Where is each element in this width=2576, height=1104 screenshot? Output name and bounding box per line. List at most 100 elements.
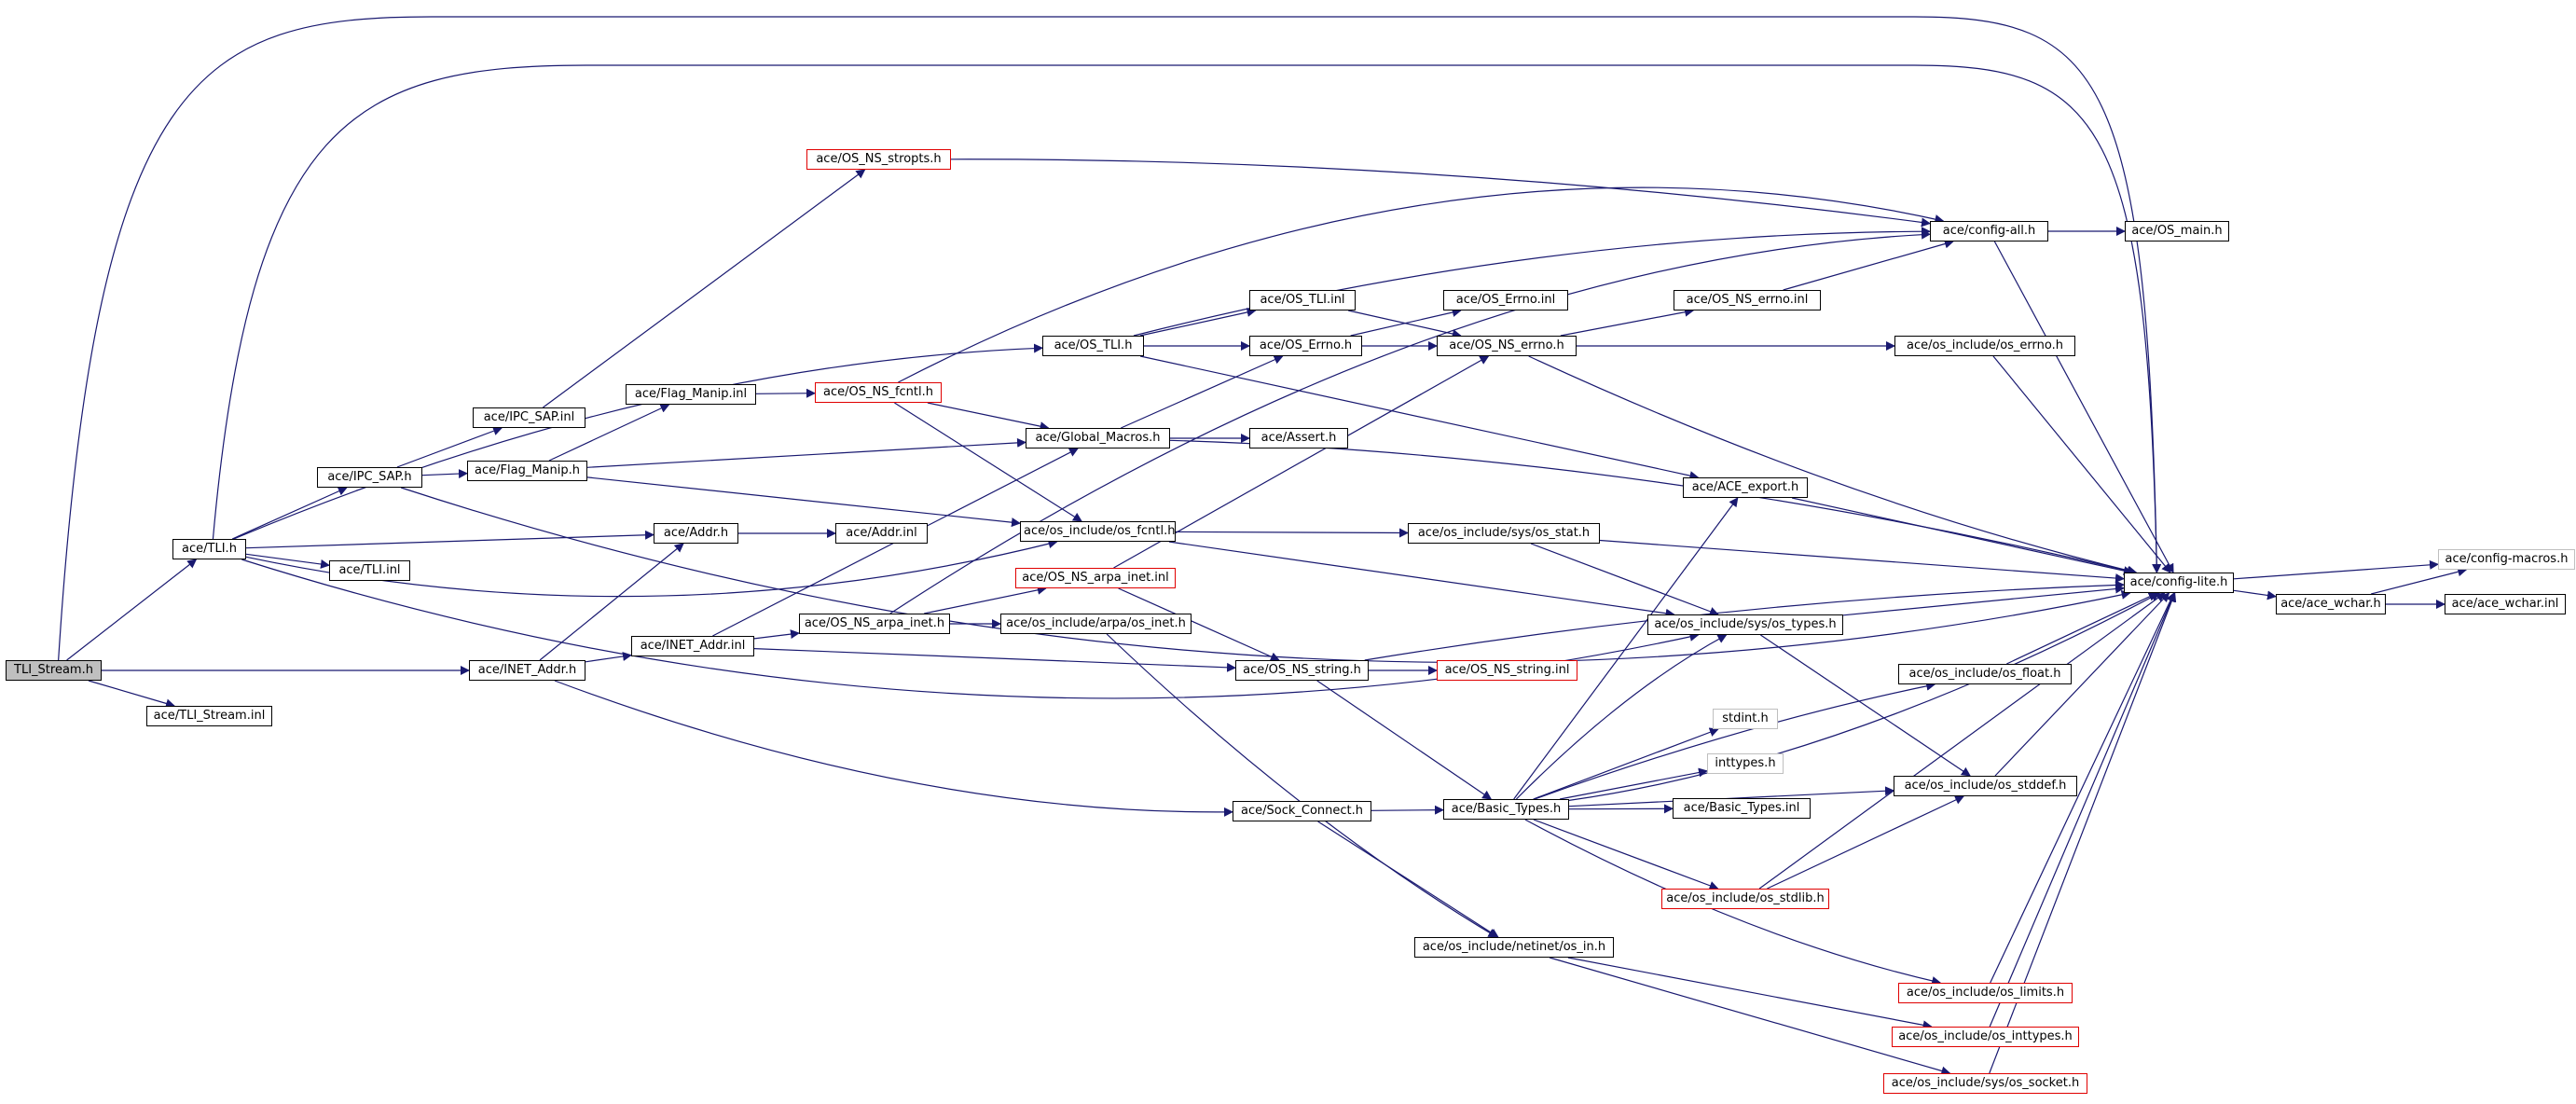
node-os-include-arpa-os-inet-h[interactable]: ace/os_include/arpa/os_inet.h [1000, 614, 1192, 634]
node-os-ns-arpa-inet-h[interactable]: ace/OS_NS_arpa_inet.h [799, 614, 950, 634]
edge-config_lite_h-to-ace_wchar_h [2233, 589, 2277, 600]
node-ace-export-h[interactable]: ace/ACE_export.h [1683, 477, 1808, 498]
edge-os_include_netinet_os_in_h-to-os_include_sys_os_socket_h [1549, 957, 1951, 1076]
edge-os_include_netinet_os_in_h-to-os_include_os_inttypes_h [1567, 957, 1933, 1030]
edge-flag_manip_inl-to-os_ns_fcntl_h [755, 388, 816, 398]
edge-basic_types_h-to-os_include_os_limits_h [1524, 819, 1942, 986]
node-flag-manip-h[interactable]: ace/Flag_Manip.h [467, 461, 587, 481]
node-os-include-os-errno-h[interactable]: ace/os_include/os_errno.h [1894, 336, 2075, 356]
edge-os_include_os_inttypes_h-to-config_lite_h [1989, 592, 2176, 1028]
node-global-macros-h[interactable]: ace/Global_Macros.h [1026, 428, 1170, 448]
node-os-ns-stropts-h[interactable]: ace/OS_NS_stropts.h [806, 149, 951, 170]
edge-ipc_sap_h-to-ipc_sap_inl [396, 426, 503, 468]
edge-os_include_sys_os_stat_h-to-config_lite_h [1599, 539, 2125, 584]
edge-config_lite_h-to-config_macros_h [2233, 559, 2439, 580]
edge-basic_types_h-to-os_include_os_stdlib_h [1533, 819, 1719, 890]
node-os-include-os-stdlib-h[interactable]: ace/os_include/os_stdlib.h [1661, 889, 1829, 909]
node-inttypes-h[interactable]: inttypes.h [1707, 753, 1784, 774]
edge-inet_addr_h-to-sock_connect_h [554, 680, 1233, 817]
edge-os_ns_string_h-to-config_lite_h [1364, 580, 2125, 661]
edge-os_include_os_float_h-to-config_lite_h [2006, 592, 2158, 665]
edge-inet_addr_inl-to-os_ns_string_h [753, 648, 1236, 672]
edge-ipc_sap_h-to-flag_manip_h [421, 469, 468, 479]
node-os-errno-h[interactable]: ace/OS_Errno.h [1249, 336, 1362, 356]
dependency-edges [58, 16, 2468, 1076]
node-config-macros-h[interactable]: ace/config-macros.h [2438, 549, 2575, 570]
edge-tli-stream-h-to-config-lite-h [58, 16, 2162, 661]
edge-os_ns_arpa_inet_inl-to-os_ns_string_h [1118, 587, 1280, 661]
node-addr-inl[interactable]: ace/Addr.inl [835, 523, 928, 544]
node-addr-h[interactable]: ace/Addr.h [654, 523, 738, 544]
node-os-ns-errno-h[interactable]: ace/OS_NS_errno.h [1437, 336, 1577, 356]
edge-os_include_sys_os_types_h-to-config_lite_h [1842, 584, 2125, 616]
edge-os_include_sys_os_socket_h-to-config_lite_h [1989, 592, 2177, 1074]
edge-os_include_os_stdlib_h-to-os_include_os_stddef_h [1767, 795, 1965, 890]
node-basic-types-h[interactable]: ace/Basic_Types.h [1443, 799, 1569, 820]
node-tli-h[interactable]: ace/TLI.h [172, 539, 246, 559]
node-os-include-os-float-h[interactable]: ace/os_include/os_float.h [1898, 664, 2072, 684]
node-os-ns-errno-inl[interactable]: ace/OS_NS_errno.inl [1674, 290, 1821, 310]
edge-config_all_h-to-config_lite_h [1993, 241, 2174, 573]
node-config-lite-h[interactable]: ace/config-lite.h [2124, 573, 2234, 593]
node-tli-stream-inl[interactable]: ace/TLI_Stream.inl [146, 706, 272, 726]
edge-os_include_os_errno_h-to-config_lite_h [1992, 355, 2171, 573]
node-tli-stream-h: TLI_Stream.h [6, 660, 102, 681]
node-os-errno-inl[interactable]: ace/OS_Errno.inl [1443, 290, 1568, 310]
node-os-ns-string-inl[interactable]: ace/OS_NS_string.inl [1437, 660, 1577, 681]
node-os-tli-inl[interactable]: ace/OS_TLI.inl [1249, 290, 1356, 310]
edge-os_include_sys_os_types_h-to-os_include_os_stddef_h [1760, 634, 1971, 777]
node-config-all-h[interactable]: ace/config-all.h [1930, 221, 2048, 242]
node-os-tli-h[interactable]: ace/OS_TLI.h [1042, 336, 1144, 356]
edge-flag_manip_h-to-os_include_os_fcntl_h [586, 476, 1021, 528]
node-os-include-os-stddef-h[interactable]: ace/os_include/os_stddef.h [1894, 776, 2077, 796]
edge-os_ns_arpa_inet_h-to-config_all_h [889, 229, 1931, 614]
edge-ace_export_h-to-config_lite_h [1791, 497, 2133, 575]
node-ipc-sap-h[interactable]: ace/IPC_SAP.h [317, 467, 422, 488]
node-os-include-os-limits-h[interactable]: ace/os_include/os_limits.h [1898, 983, 2073, 1003]
node-ace-wchar-inl[interactable]: ace/ace_wchar.inl [2445, 594, 2566, 614]
node-os-main-h[interactable]: ace/OS_main.h [2125, 221, 2229, 242]
node-os-include-os-inttypes-h[interactable]: ace/os_include/os_inttypes.h [1892, 1027, 2079, 1047]
node-inet-addr-h[interactable]: ace/INET_Addr.h [469, 660, 585, 681]
edge-flag_manip_h-to-global_macros_h [586, 437, 1026, 468]
edge-basic_types_h-to-config_lite_h [1568, 592, 2161, 801]
edge-os_ns_arpa_inet_h-to-os_ns_arpa_inet_inl [924, 585, 1047, 614]
edge-os_include_os_fcntl_h-to-os_include_sys_os_stat_h [1175, 528, 1409, 538]
edge-os_ns_stropts_h-to-config_all_h [950, 159, 1931, 228]
edge-os_include_os_limits_h-to-config_lite_h [1990, 592, 2175, 984]
edge-basic_types_h-to-ace_export_h [1513, 497, 1739, 800]
edge-ace_wchar_h-to-config_macros_h [2371, 567, 2468, 595]
node-os-ns-arpa-inet-inl[interactable]: ace/OS_NS_arpa_inet.inl [1015, 568, 1176, 588]
node-inet-addr-inl[interactable]: ace/INET_Addr.inl [631, 636, 754, 656]
node-ipc-sap-inl[interactable]: ace/IPC_SAP.inl [473, 407, 585, 428]
node-os-include-sys-os-socket-h[interactable]: ace/os_include/sys/os_socket.h [1883, 1073, 2087, 1094]
node-ace-wchar-h[interactable]: ace/ace_wchar.h [2276, 594, 2386, 614]
edge-inet_addr_inl-to-os_ns_arpa_inet_h [753, 629, 800, 640]
node-stdint-h[interactable]: stdint.h [1713, 709, 1778, 729]
node-flag-manip-inl[interactable]: ace/Flag_Manip.inl [626, 384, 756, 405]
node-os-include-netinet-os-in-h[interactable]: ace/os_include/netinet/os_in.h [1414, 937, 1614, 958]
node-os-include-sys-os-stat-h[interactable]: ace/os_include/sys/os_stat.h [1408, 523, 1600, 544]
node-os-include-sys-os-types-h[interactable]: ace/os_include/sys/os_types.h [1647, 614, 1843, 635]
node-tli-inl[interactable]: ace/TLI.inl [329, 560, 410, 581]
edge-inet_addr_h-to-addr_h [539, 543, 684, 661]
node-basic-types-inl[interactable]: ace/Basic_Types.inl [1673, 798, 1811, 819]
node-os-ns-string-h[interactable]: ace/OS_NS_string.h [1235, 660, 1369, 681]
edge-sock_connect_h-to-basic_types_h [1371, 805, 1444, 815]
edge-tli_stream_h-to-tli_h [66, 559, 198, 661]
edge-os_ns_string_h-to-basic_types_h [1316, 680, 1493, 800]
edge-os_include_os_stdlib_h-to-config_lite_h [1758, 592, 2166, 890]
node-os-include-os-fcntl-h[interactable]: ace/os_include/os_fcntl.h [1020, 521, 1176, 542]
node-assert-h[interactable]: ace/Assert.h [1249, 428, 1348, 448]
node-sock-connect-h[interactable]: ace/Sock_Connect.h [1233, 801, 1371, 821]
edge-global_macros_h-to-os_errno_h [1121, 355, 1284, 429]
edge-ipc_sap_inl-to-os_ns_stropts_h [543, 169, 866, 408]
edge-basic_types_h-to-os_include_os_float_h [1534, 681, 1936, 800]
edge-os_include_sys_os_stat_h-to-os_include_sys_os_types_h [1530, 543, 1719, 616]
node-os-ns-fcntl-h[interactable]: ace/OS_NS_fcntl.h [815, 382, 942, 403]
edge-os_ns_errno_inl-to-config_all_h [1783, 239, 1954, 291]
edge-tli_h-to-ipc_sap_h [231, 487, 348, 540]
edge-basic_types_h-to-inttypes_h [1559, 767, 1708, 800]
